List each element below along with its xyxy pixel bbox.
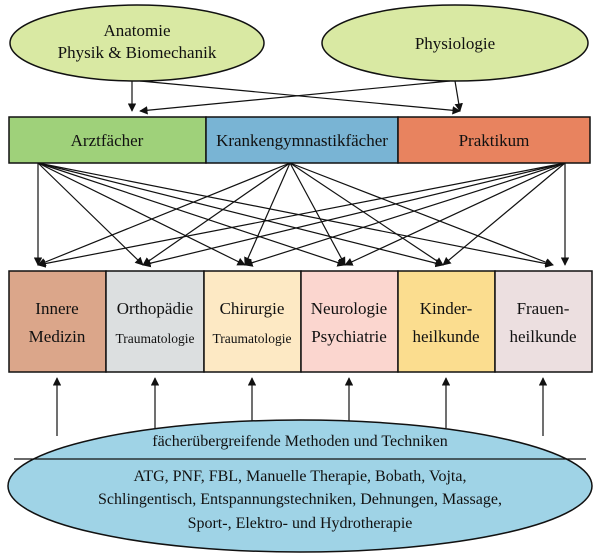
specialty-orthopaedie <box>105 270 205 373</box>
category-label: Arztfächer <box>71 131 144 150</box>
methods-title: fächerübergreifende Methoden und Technik… <box>152 433 448 450</box>
specialty-label-line1: Orthopädie <box>117 299 193 318</box>
connector-arrow <box>37 162 291 267</box>
ellipse-shape <box>9 4 265 82</box>
specialty-label-line2: Medizin <box>29 327 86 346</box>
connector-arrow <box>454 80 463 112</box>
specialty-label-line1: Innere <box>35 299 78 318</box>
category-label: Praktikum <box>459 131 530 150</box>
arrows-layer <box>33 80 570 436</box>
specialty-label-line2: Traumatologie <box>213 331 292 346</box>
connector-arrow <box>37 162 444 268</box>
category-arztfaecher <box>8 116 207 164</box>
specialty-label-line2: heilkunde <box>412 327 479 346</box>
connector-arrow <box>344 162 566 266</box>
methods-line2: Schlingentisch, Entspannungstechniken, D… <box>98 491 502 508</box>
specialty-label-line2: Psychiatrie <box>311 327 387 346</box>
node-physiologie: Physiologie <box>321 4 589 82</box>
connector-arrow <box>244 162 566 267</box>
connector-arrow <box>37 162 346 267</box>
node-anatomie-physik: Anatomie Physik & Biomechanik <box>9 4 265 82</box>
connector-arrow <box>37 162 246 266</box>
ellipse-shape <box>321 4 589 82</box>
methods-line1: ATG, PNF, FBL, Manuelle Therapie, Bobath… <box>134 468 467 485</box>
connector-arrow <box>244 162 291 266</box>
connector-arrow <box>37 162 566 268</box>
connector-arrow <box>142 162 291 266</box>
connector-arrow <box>442 162 566 266</box>
specialty-kinderheilkunde <box>397 270 496 373</box>
specialty-frauenheilkunde <box>494 270 593 373</box>
connector-arrow <box>139 80 451 115</box>
category-krankengymnastikfaecher <box>205 116 399 164</box>
specialty-label-line1: Chirurgie <box>220 299 285 318</box>
ellipse-label-line1: Anatomie <box>103 21 170 40</box>
specialty-row: Innere Medizin Orthopädie Traumatologie … <box>8 270 593 373</box>
specialty-innere-medizin <box>8 270 107 373</box>
methods-ellipse: fächerübergreifende Methoden und Technik… <box>7 419 593 553</box>
specialty-label-line1: Neurologie <box>311 299 387 318</box>
specialty-neurologie <box>300 270 399 373</box>
ellipse-label: Physiologie <box>415 34 495 53</box>
specialty-label-line1: Kinder- <box>420 299 473 318</box>
methods-line3: Sport-, Elektro- und Hydrotherapie <box>188 515 413 532</box>
specialty-label-line2: Traumatologie <box>116 331 195 346</box>
connector-arrow <box>289 162 554 267</box>
connector-arrow <box>289 162 444 266</box>
methods-ellipse-shape <box>7 419 593 553</box>
connector-arrow <box>37 162 554 268</box>
category-row: Arztfächer Krankengymnastikfächer Prakti… <box>8 116 591 164</box>
specialty-label-line2: heilkunde <box>509 327 576 346</box>
category-praktikum <box>397 116 591 164</box>
category-label: Krankengymnastikfächer <box>216 131 388 150</box>
connector-arrow <box>37 162 144 266</box>
connector-arrow <box>142 162 566 268</box>
specialty-label-line1: Frauen- <box>517 299 570 318</box>
specialty-chirurgie <box>203 270 302 373</box>
ellipse-label-line2: Physik & Biomechanik <box>58 43 217 62</box>
connector-arrow <box>289 162 346 266</box>
